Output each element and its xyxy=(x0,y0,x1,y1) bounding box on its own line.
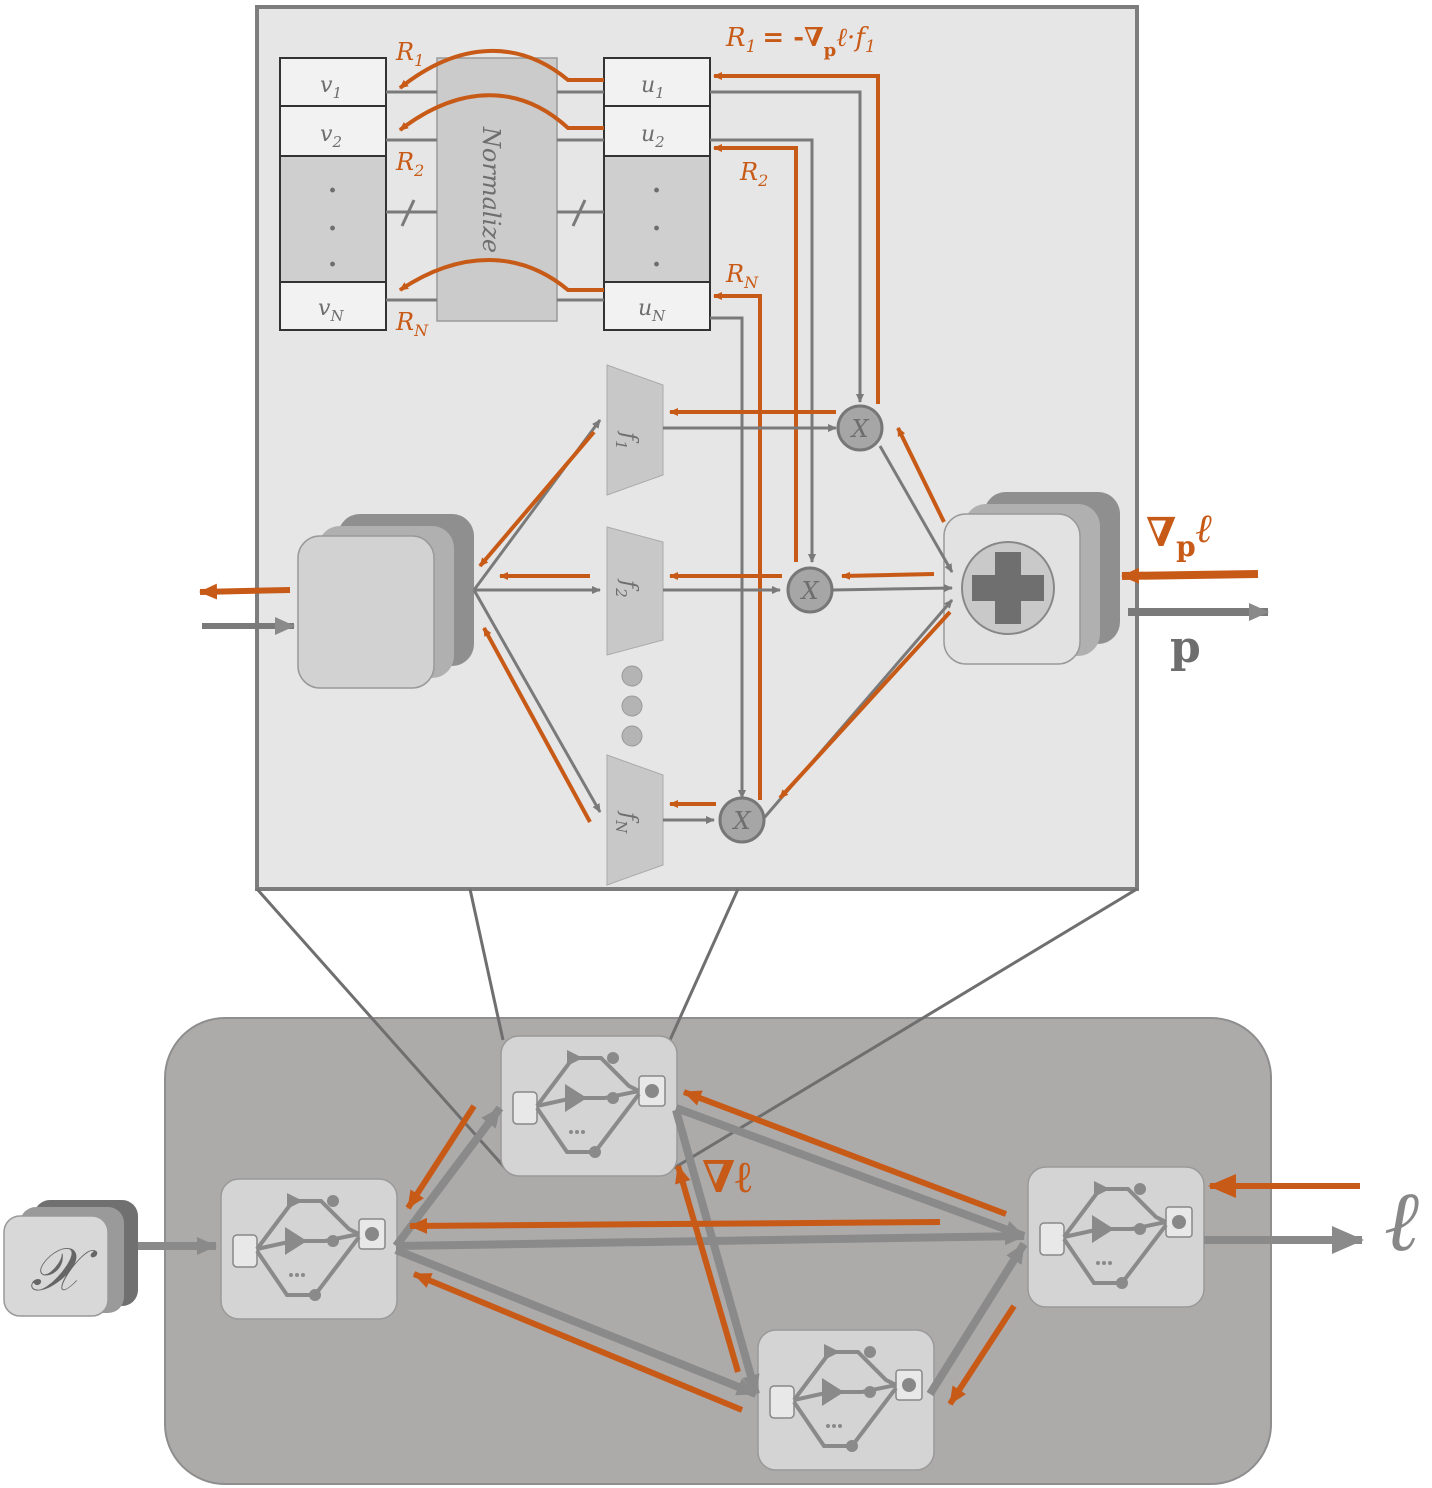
outer-backward-lines xyxy=(405,1089,1360,1413)
v-ellipsis-2: . xyxy=(328,207,337,237)
rN-left-label: RN xyxy=(395,308,429,340)
svg-text:X: X xyxy=(799,577,819,605)
rN-right-label: RN xyxy=(725,260,759,292)
normalize-connectors xyxy=(386,90,604,302)
sum-block xyxy=(943,492,1120,665)
outer-forward-lines xyxy=(138,1104,1364,1398)
r1-formula: R1= -∇pℓ·f1 xyxy=(725,23,876,61)
v2-label: v2 xyxy=(320,122,342,151)
module-right xyxy=(1026,1165,1206,1309)
r2-left-label: R2 xyxy=(395,148,424,180)
u-column xyxy=(603,57,711,331)
v1-label: v1 xyxy=(320,73,342,102)
loss-label: ℓ xyxy=(1384,1172,1419,1270)
u2-label: u2 xyxy=(641,122,665,151)
u-ellipsis-2: . xyxy=(652,207,661,237)
grad-p-label: ∇pℓ xyxy=(1146,505,1213,563)
multiplier-1: X xyxy=(836,404,884,452)
input-block xyxy=(297,514,474,689)
mult-to-u-backward-lines xyxy=(713,72,880,800)
normalize-label: Normalize xyxy=(477,126,505,253)
u-ellipsis-3: . xyxy=(652,243,661,273)
u-ellipsis-1: . xyxy=(652,169,661,199)
x-input-block xyxy=(3,1200,138,1317)
normalize-backward-arcs xyxy=(398,48,604,292)
svg-text:X: X xyxy=(731,807,751,835)
panel-input-backward-arrow xyxy=(199,583,291,600)
uN-label: uN xyxy=(638,296,666,325)
r2-right-label: R2 xyxy=(739,158,768,190)
module-bottom xyxy=(756,1328,936,1472)
v-ellipsis-1: . xyxy=(328,169,337,199)
f-modules xyxy=(606,364,664,886)
multiplier-2: X xyxy=(786,566,834,614)
module-top xyxy=(499,1034,679,1178)
u-to-mult-lines xyxy=(710,90,864,799)
backward-lines-inner xyxy=(478,408,952,823)
r1-left-label: R1 xyxy=(395,38,424,70)
grad-l-label: ∇ℓ xyxy=(702,1152,752,1203)
vN-label: vN xyxy=(318,296,344,325)
multiplier-N: X xyxy=(718,796,766,844)
svg-text:X: X xyxy=(849,415,869,443)
u1-label: u1 xyxy=(641,73,665,102)
f-ellipsis-dots xyxy=(621,665,643,747)
p-label: p xyxy=(1170,622,1201,673)
grad-p-arrow xyxy=(1121,567,1259,584)
module-left xyxy=(219,1177,399,1321)
v-ellipsis-3: . xyxy=(328,243,337,273)
v-column xyxy=(279,57,387,331)
